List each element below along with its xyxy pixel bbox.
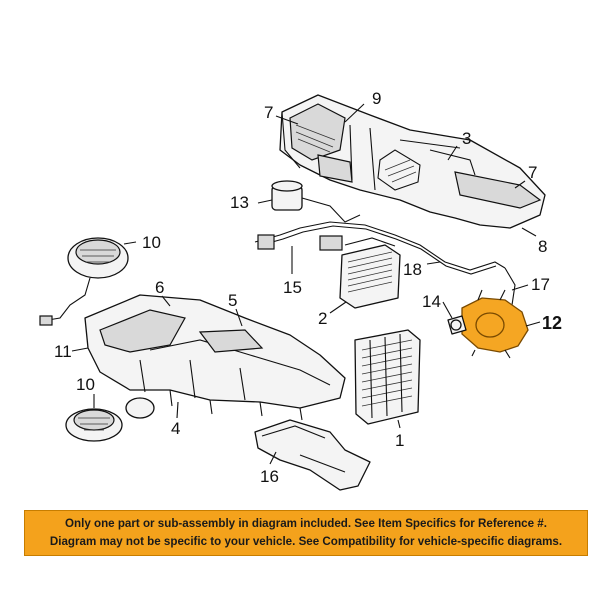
callout-5: 5 [228, 291, 237, 310]
callout-3: 3 [462, 129, 471, 148]
callout-6: 6 [155, 278, 164, 297]
leader-lines [71, 103, 541, 465]
callout-8: 8 [538, 237, 547, 256]
callout-10-upper: 10 [142, 233, 161, 252]
disclaimer-line-2: Diagram may not be specific to your vehi… [49, 535, 563, 548]
callout-14: 14 [422, 292, 441, 311]
callout-18: 18 [403, 260, 422, 279]
callout-10-lower: 10 [76, 375, 95, 394]
callout-1: 1 [395, 431, 404, 450]
part-2-heater-core [339, 237, 401, 309]
part-12-highlighted-actuator [447, 289, 529, 359]
part-10-blower-wheel-lower [65, 408, 123, 442]
callout-13: 13 [230, 193, 249, 212]
disclaimer-banner: Only one part or sub-assembly in diagram… [24, 510, 588, 556]
callout-9: 9 [372, 89, 381, 108]
callout-7-right: 7 [528, 163, 537, 182]
callout-4: 4 [171, 419, 180, 438]
callout-labels: 9 7 3 7 8 13 10 15 18 17 6 5 14 12 2 11 … [54, 89, 562, 486]
disclaimer-line-1: Only one part or sub-assembly in diagram… [65, 517, 547, 530]
callout-15: 15 [283, 278, 302, 297]
callout-12: 12 [542, 313, 562, 333]
callout-2: 2 [318, 309, 327, 328]
part-13-actuator [271, 180, 361, 223]
callout-11: 11 [54, 342, 72, 361]
upper-hvac-housing [279, 94, 546, 229]
wiring-harness [254, 221, 516, 306]
lower-hvac-housing [84, 294, 346, 421]
part-1-evaporator [354, 329, 421, 425]
callout-16: 16 [260, 467, 279, 486]
part-10-blower-motor-upper [39, 237, 129, 326]
callout-17: 17 [531, 275, 550, 294]
callout-7-left: 7 [264, 103, 273, 122]
part-16-duct [254, 419, 371, 491]
